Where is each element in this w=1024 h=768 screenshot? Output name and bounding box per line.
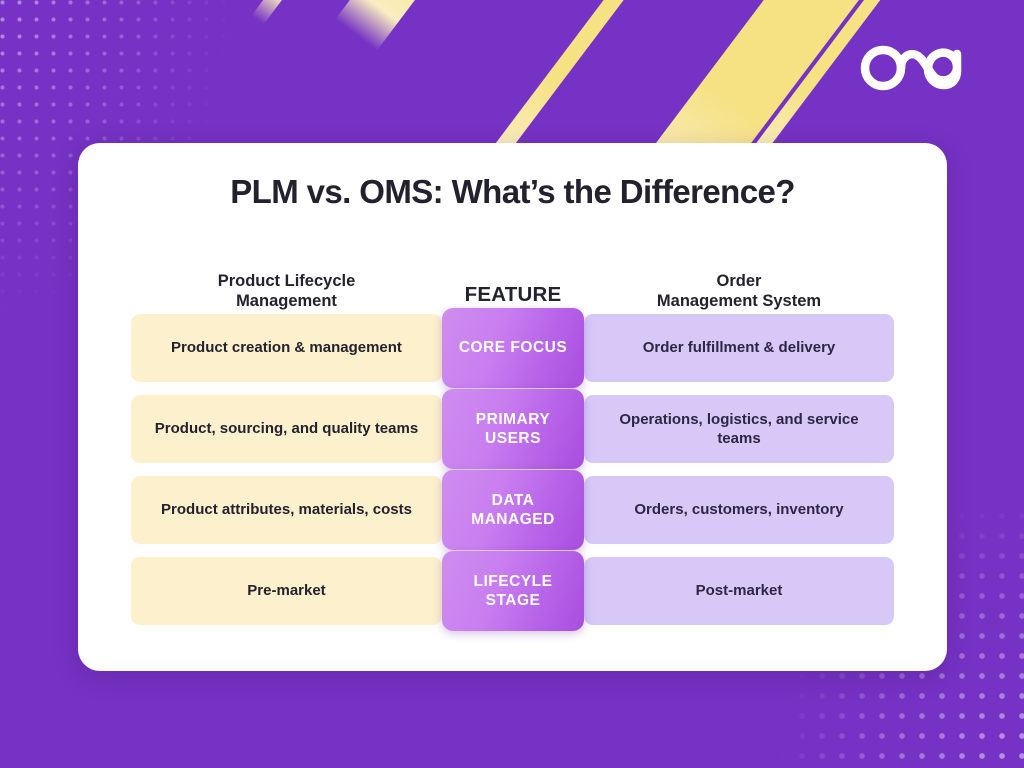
- stripe-icon: [471, 0, 683, 145]
- comparison-card: PLM vs. OMS: What’s the Difference? Prod…: [78, 143, 947, 671]
- table-row: Product attributes, materials, costs Ord…: [131, 470, 894, 550]
- cell-oms-value: Order fulfillment & delivery: [584, 314, 894, 382]
- table-row: Product, sourcing, and quality teams Ope…: [131, 389, 894, 469]
- column-header-plm-line1: Product Lifecycle: [217, 271, 356, 290]
- cell-plm-value: Pre-market: [131, 557, 442, 625]
- column-header-oms-line1: Order: [716, 271, 762, 290]
- cell-plm-value: Product attributes, materials, costs: [131, 476, 442, 544]
- column-header-oms-line2: Management System: [656, 292, 822, 311]
- table-row: Product creation & management Order fulf…: [131, 308, 894, 388]
- stripe-icon: [251, 0, 426, 25]
- cell-oms-value: Orders, customers, inventory: [584, 476, 894, 544]
- column-header-oms: Order Management System: [584, 271, 894, 314]
- column-header-feature: FEATURE: [464, 283, 562, 307]
- feature-label-pill: DATA MANAGED: [442, 470, 584, 550]
- cell-oms-value: Operations, logistics, and service teams: [584, 395, 894, 463]
- feature-label-pill: LIFECYLE STAGE: [442, 551, 584, 631]
- feature-label-pill: CORE FOCUS: [442, 308, 584, 388]
- column-header-plm: Product Lifecycle Management: [131, 271, 442, 314]
- table-header-row: Product Lifecycle Management FEATURE Ord…: [131, 252, 894, 314]
- osa-wordmark-logo: [858, 38, 978, 94]
- page-title: PLM vs. OMS: What’s the Difference?: [230, 173, 795, 210]
- column-header-plm-line2: Management: [236, 292, 337, 311]
- comparison-table: Product Lifecycle Management FEATURE Ord…: [131, 252, 894, 638]
- cell-plm-value: Product creation & management: [131, 314, 442, 382]
- cell-oms-value: Post-market: [584, 557, 894, 625]
- cell-plm-value: Product, sourcing, and quality teams: [131, 395, 442, 463]
- feature-label-pill: PRIMARY USERS: [442, 389, 584, 469]
- stripe-icon: [335, 0, 558, 51]
- table-row: Pre-market Post-market LIFECYLE STAGE: [131, 551, 894, 631]
